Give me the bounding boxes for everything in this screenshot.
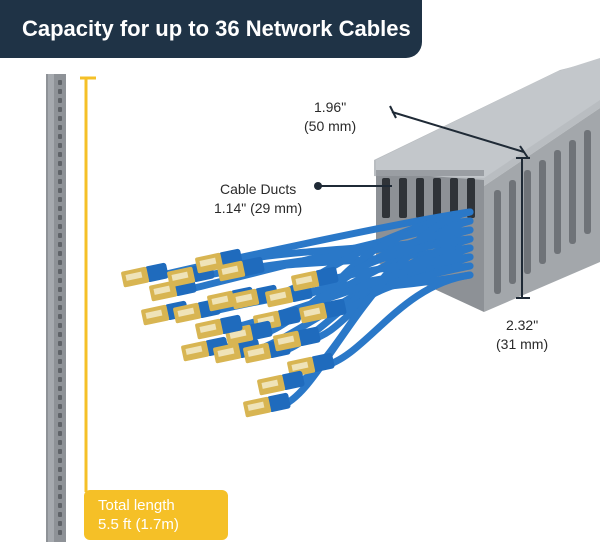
callout-dot <box>314 182 322 190</box>
duct-slot <box>584 130 591 234</box>
page-title: Capacity for up to 36 Network Cables <box>0 0 422 58</box>
width-mm: (50 mm) <box>304 118 357 134</box>
width-inches: 1.96" <box>313 99 347 115</box>
total-length-label: Total length <box>98 497 175 514</box>
rj45-connector <box>257 370 305 396</box>
total-length-badge: Total length 5.5 ft (1.7m) <box>84 490 228 540</box>
cable-duct <box>374 58 600 312</box>
cable-ducts-label: Cable Ducts 1.14" (29 mm) <box>214 180 302 218</box>
network-cables <box>121 208 474 418</box>
rj45-connector <box>195 314 243 340</box>
rj45-connector <box>299 298 347 324</box>
rj45-connector <box>225 320 273 346</box>
length-indicator <box>80 76 96 492</box>
cable-ducts-title: Cable Ducts <box>219 181 297 197</box>
rj45-connector <box>291 266 339 292</box>
duct-slot <box>569 140 576 244</box>
rj45-connector <box>243 392 291 418</box>
width-dimension-label: 1.96" (50 mm) <box>304 98 356 136</box>
rj45-connector <box>121 262 169 288</box>
rj45-connector <box>217 256 265 282</box>
duct-slot <box>554 150 561 254</box>
vertical-duct-strip <box>46 74 66 542</box>
duct-slot <box>509 180 516 284</box>
duct-slot <box>494 190 501 294</box>
rj45-connector <box>273 326 321 352</box>
duct-slot <box>539 160 546 264</box>
rj45-connector <box>173 298 221 324</box>
height-dimension-label: 2.32" (31 mm) <box>496 316 548 354</box>
duct-slot <box>524 170 531 274</box>
cable-ducts-value: 1.14" (29 mm) <box>214 200 303 216</box>
total-length-value: 5.5 ft (1.7m) <box>98 516 179 533</box>
height-mm: (31 mm) <box>496 336 549 352</box>
dimension-lines <box>318 105 530 299</box>
rj45-connector <box>181 336 229 362</box>
height-inches: 2.32" <box>505 317 539 333</box>
